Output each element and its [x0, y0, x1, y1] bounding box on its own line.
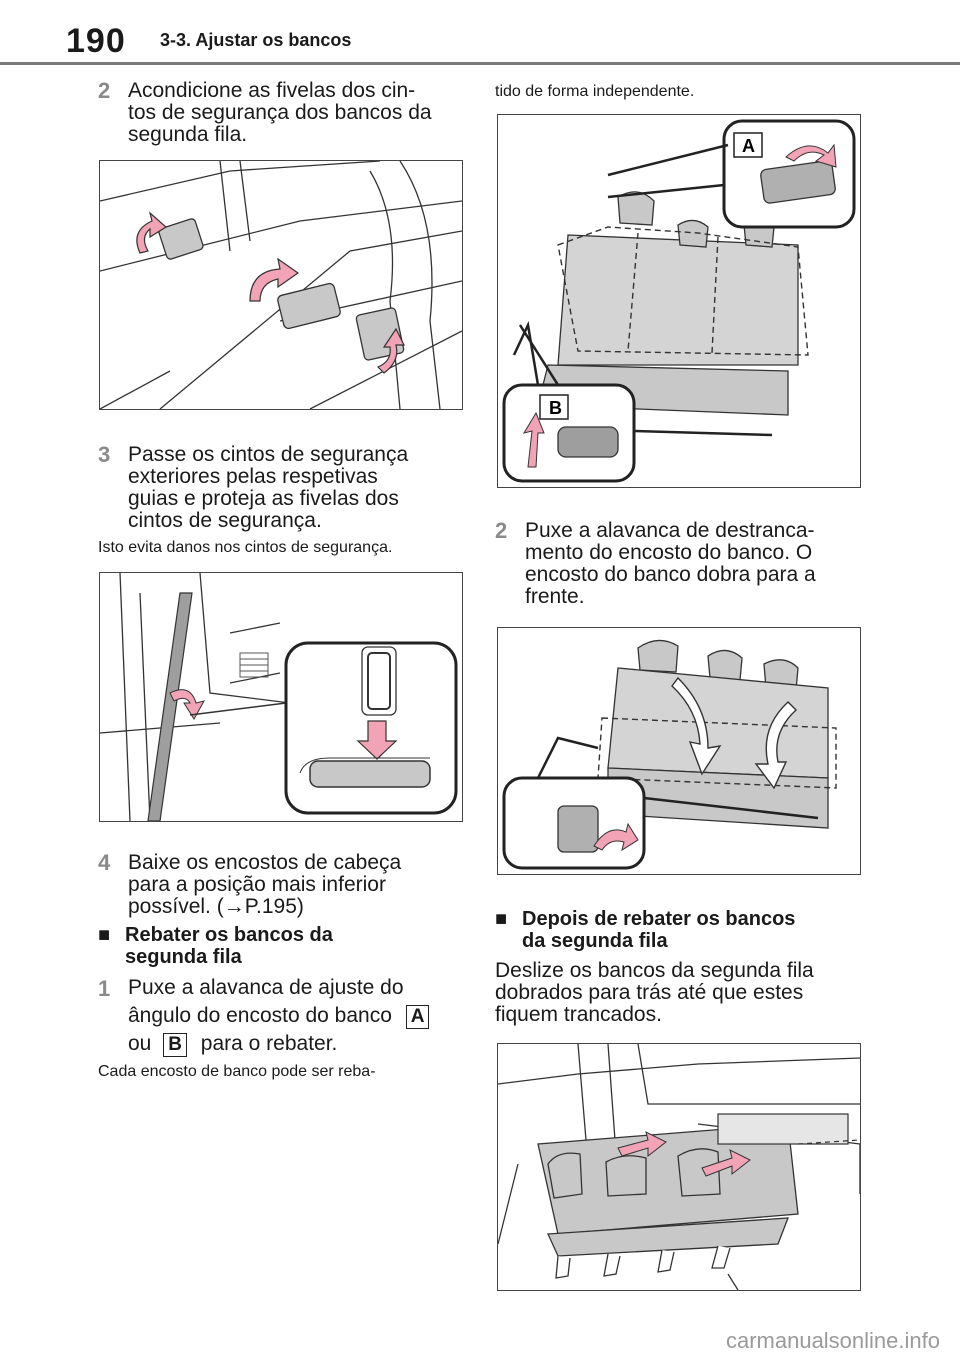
after-folding-text: Deslize os bancos da segunda fila dobrad… [495, 959, 814, 1026]
fold-note-continued: tido de forma independente. [495, 83, 695, 100]
step-number: 2 [495, 518, 508, 543]
step-2-fasten-buckles: 2 Acondicione as fivelas dos cin- tos de… [98, 80, 468, 150]
step-text: Acondicione as fivelas dos cin- tos de s… [128, 79, 432, 146]
label-b-figure: B [549, 398, 562, 418]
label-a: A [405, 1005, 430, 1029]
label-a-figure: A [742, 136, 755, 156]
section-title: 3-3. Ajustar os bancos [160, 30, 352, 50]
figure-seat-levers: A B [497, 114, 861, 488]
heading-text: Depois de rebater os bancos da segunda f… [522, 908, 796, 952]
step-number: 3 [98, 442, 111, 467]
page-number: 190 [66, 22, 126, 60]
figure-fold-forward [497, 627, 861, 875]
figure-buckles [99, 160, 463, 410]
label-b: B [163, 1033, 187, 1057]
step-4-lower-headrests: 4 Baixe os encostos de cabeça para a pos… [98, 852, 468, 922]
step-number: 2 [98, 78, 111, 103]
step-line-1: Puxe a alavanca de ajuste do [128, 976, 404, 999]
heading-after-folding: ■ Depois de rebater os bancos da segunda… [495, 908, 865, 954]
step-line-3: ou B para o rebater. [128, 1032, 337, 1057]
page-header: 190 3-3. Ajustar os bancos [0, 0, 960, 65]
step-line-3-post: para o rebater. [200, 1032, 338, 1055]
fold-step-1: 1 Puxe a alavanca de ajuste do ângulo do… [98, 976, 468, 1057]
step-3-note: Isto evita danos nos cintos de segurança… [98, 539, 393, 556]
step-text: Puxe a alavanca de destranca- mento do e… [525, 519, 816, 608]
step-text: Passe os cintos de segurança exteriores … [128, 443, 409, 532]
step-line-2-text: ângulo do encosto do banco [128, 1004, 392, 1027]
step-text: Baixe os encostos de cabeça para a posiç… [128, 851, 402, 918]
step-line-3-pre: ou [128, 1032, 152, 1055]
fold-note: Cada encosto de banco pode ser reba- [98, 1063, 376, 1080]
heading-bullet: ■ [98, 924, 111, 946]
figure-slide-back [497, 1043, 861, 1291]
header-divider [0, 62, 960, 65]
step-line-2: ângulo do encosto do banco A [128, 1004, 430, 1029]
footer-watermark: carmanualsonline.info [725, 1328, 940, 1353]
step-3-pass-belts: 3 Passe os cintos de segurança exteriore… [98, 444, 468, 536]
step-number: 4 [98, 850, 111, 875]
heading-bullet: ■ [495, 908, 508, 930]
figure-belt-guide [99, 572, 463, 822]
heading-text: Rebater os bancos da segunda fila [125, 924, 333, 968]
step-2-pull-release: 2 Puxe a alavanca de destranca- mento do… [495, 520, 865, 612]
step-number: 1 [98, 976, 111, 1001]
heading-fold-seats: ■ Rebater os bancos da segunda fila [98, 924, 468, 970]
